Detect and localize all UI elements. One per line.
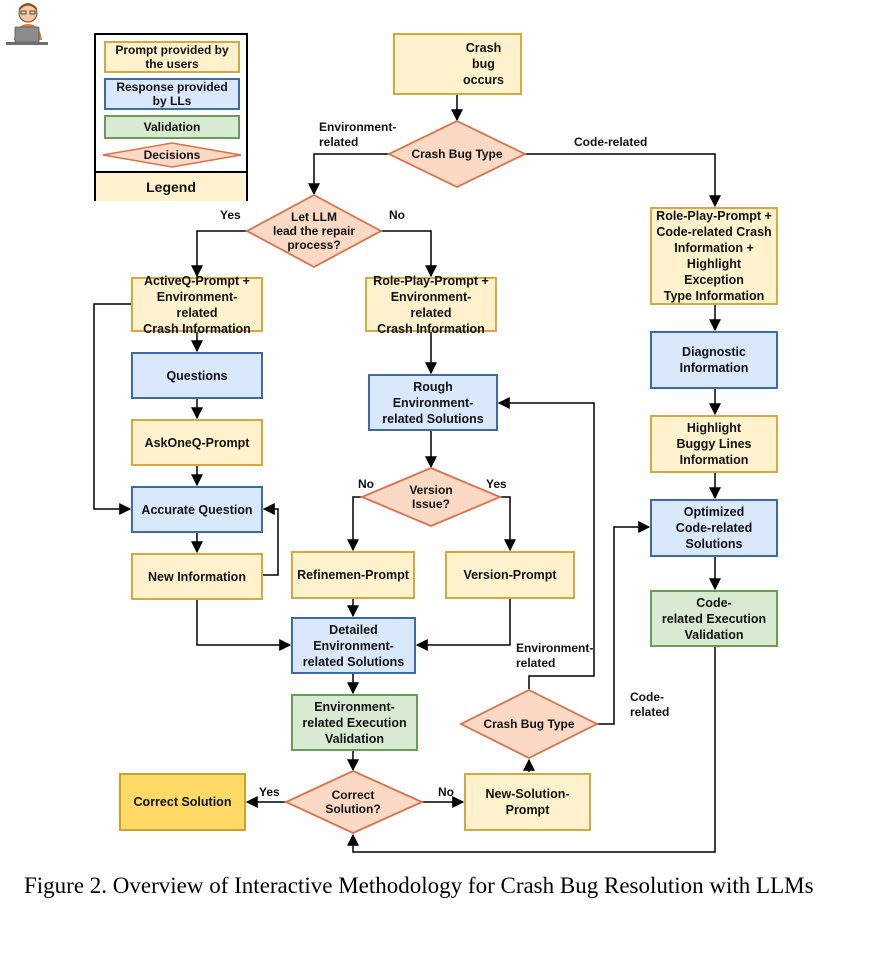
edge-version-versionprompt	[500, 496, 516, 552]
figure-caption: Figure 2. Overview of Interactive Method…	[24, 873, 814, 898]
code-execution-validation-label: Code- related Execution Validation	[661, 595, 767, 642]
version-prompt-label: Version-Prompt	[463, 568, 557, 582]
rough-env-solutions-label: Rough Environment- related Solutions	[382, 379, 484, 426]
crash-bug-occurs-label: Crash bug occurs	[463, 41, 504, 87]
edge-label-code-related-1: Code-related	[574, 135, 648, 149]
questions-label: Questions	[166, 368, 228, 383]
user-at-laptop-icon	[6, 3, 48, 45]
version-prompt-node: Version-Prompt	[445, 551, 575, 599]
edge-label-yes-1: Yes	[220, 208, 241, 222]
edge-letllm-activeq	[191, 230, 247, 278]
legend-prompt-label: Prompt provided by the users	[115, 43, 229, 71]
edge-newinfo-accurate-loop	[262, 503, 279, 576]
questions-node: Questions	[131, 352, 263, 399]
edge-label-no-1: No	[389, 208, 405, 222]
roleplay-env-prompt-label: Role-Play-Prompt + Environment-related C…	[373, 273, 489, 336]
edge-version-refine	[347, 496, 362, 552]
highlight-buggy-lines-label: Highlight Buggy Lines Information	[676, 421, 752, 467]
crash-type-2-label: Crash Bug Type	[483, 717, 575, 731]
refinement-prompt-label: Refinemen-Prompt	[297, 568, 409, 582]
edge-newinfo-detailed	[196, 600, 292, 651]
detailed-env-solutions-node: Detailed Environment- related Solutions	[291, 617, 416, 674]
edge-versionprompt-detailed	[415, 599, 511, 651]
correct-solution-label: Correct Solution	[133, 795, 232, 809]
edge-label-env-related-1: Environment- related	[319, 120, 397, 149]
detailed-env-solutions-label: Detailed Environment- related Solutions	[302, 622, 405, 669]
env-execution-validation-label: Environment- related Execution Validatio…	[302, 699, 407, 746]
diagnostic-information-label: Diagnostic Information	[679, 345, 749, 375]
accurate-question-label: Accurate Question	[141, 502, 253, 517]
legend-decisions-label: Decisions	[143, 148, 201, 162]
legend-title: Legend	[96, 171, 246, 201]
edge-label-code-related-2: Code- related	[630, 690, 670, 719]
activeq-prompt-label: ActiveQ-Prompt + Environment-related Cra…	[143, 273, 251, 336]
decision-let-llm-shape	[245, 193, 383, 269]
askoneq-prompt-label: AskOneQ-Prompt	[144, 435, 250, 450]
legend-validation-swatch: Validation	[104, 115, 240, 139]
new-information-label: New Information	[148, 569, 246, 584]
code-execution-validation-node: Code- related Execution Validation	[650, 590, 778, 647]
edge-activeq-accurate-bypass	[93, 303, 132, 515]
optimized-code-solutions-label: Optimized Code-related Solutions	[675, 505, 753, 551]
highlight-buggy-lines-node: Highlight Buggy Lines Information	[650, 415, 778, 473]
edge-label-yes-3: Yes	[259, 785, 280, 799]
correct-solution-question-label: Correct Solution?	[325, 788, 381, 816]
diagnostic-information-node: Diagnostic Information	[650, 331, 778, 389]
rough-env-solutions-node: Rough Environment- related Solutions	[368, 374, 498, 431]
roleplay-env-prompt-node: Role-Play-Prompt + Environment-related C…	[365, 274, 497, 336]
legend: Prompt provided by the users Response pr…	[94, 33, 248, 201]
edge-crashtype2-optimized	[597, 521, 651, 725]
edge-label-no-2: No	[358, 477, 374, 491]
new-information-node: New Information	[131, 553, 263, 600]
refinement-prompt-node: Refinemen-Prompt	[291, 551, 415, 599]
decision-correct-solution-shape	[283, 770, 425, 834]
legend-response-label: Response provided by LLs	[116, 80, 228, 108]
edge-label-yes-2: Yes	[486, 477, 507, 491]
decision-crash-type-2-shape	[458, 688, 600, 760]
legend-decision-diamond-icon	[102, 142, 242, 168]
edge-crashtype-letllm	[308, 153, 389, 196]
decision-version-issue-shape	[359, 467, 503, 527]
crash-bug-occurs-node: Crash bug occurs	[393, 33, 522, 95]
flowchart-connectors	[93, 95, 721, 853]
edge-label-env-related-2: Environment- related	[516, 641, 594, 670]
decision-crash-type-1-shape	[386, 119, 528, 189]
correct-solution-node: Correct Solution	[119, 773, 246, 831]
legend-prompt-swatch: Prompt provided by the users	[104, 41, 240, 73]
edge-label-no-3: No	[438, 785, 454, 799]
edge-codevalidation-correct	[347, 647, 716, 853]
edge-letllm-roleplayenv	[381, 230, 437, 278]
optimized-code-solutions-node: Optimized Code-related Solutions	[650, 499, 778, 557]
env-execution-validation-node: Environment- related Execution Validatio…	[291, 694, 418, 751]
accurate-question-node: Accurate Question	[131, 486, 263, 533]
activeq-prompt-node: ActiveQ-Prompt + Environment-related Cra…	[131, 274, 263, 336]
new-solution-prompt-node: New-Solution- Prompt	[464, 773, 591, 831]
crash-type-1-label: Crash Bug Type	[411, 147, 503, 161]
edge-crashtype-roleplaycode	[525, 153, 721, 208]
roleplay-code-prompt-label: Role-Play-Prompt + Code-related Crash In…	[656, 209, 772, 303]
version-issue-label: Version Issue?	[409, 483, 453, 511]
flowchart: Crash bug occurs ActiveQ-Prompt + Enviro…	[6, 3, 778, 853]
new-solution-prompt-label: New-Solution- Prompt	[485, 787, 570, 817]
let-llm-label: Let LLM lead the repair process?	[272, 210, 356, 252]
askoneq-prompt-node: AskOneQ-Prompt	[131, 419, 263, 466]
legend-validation-label: Validation	[143, 120, 201, 134]
edge-crashtype2-rough	[497, 397, 595, 689]
legend-response-swatch: Response provided by LLs	[104, 78, 240, 110]
roleplay-code-prompt-node: Role-Play-Prompt + Code-related Crash In…	[650, 207, 778, 305]
